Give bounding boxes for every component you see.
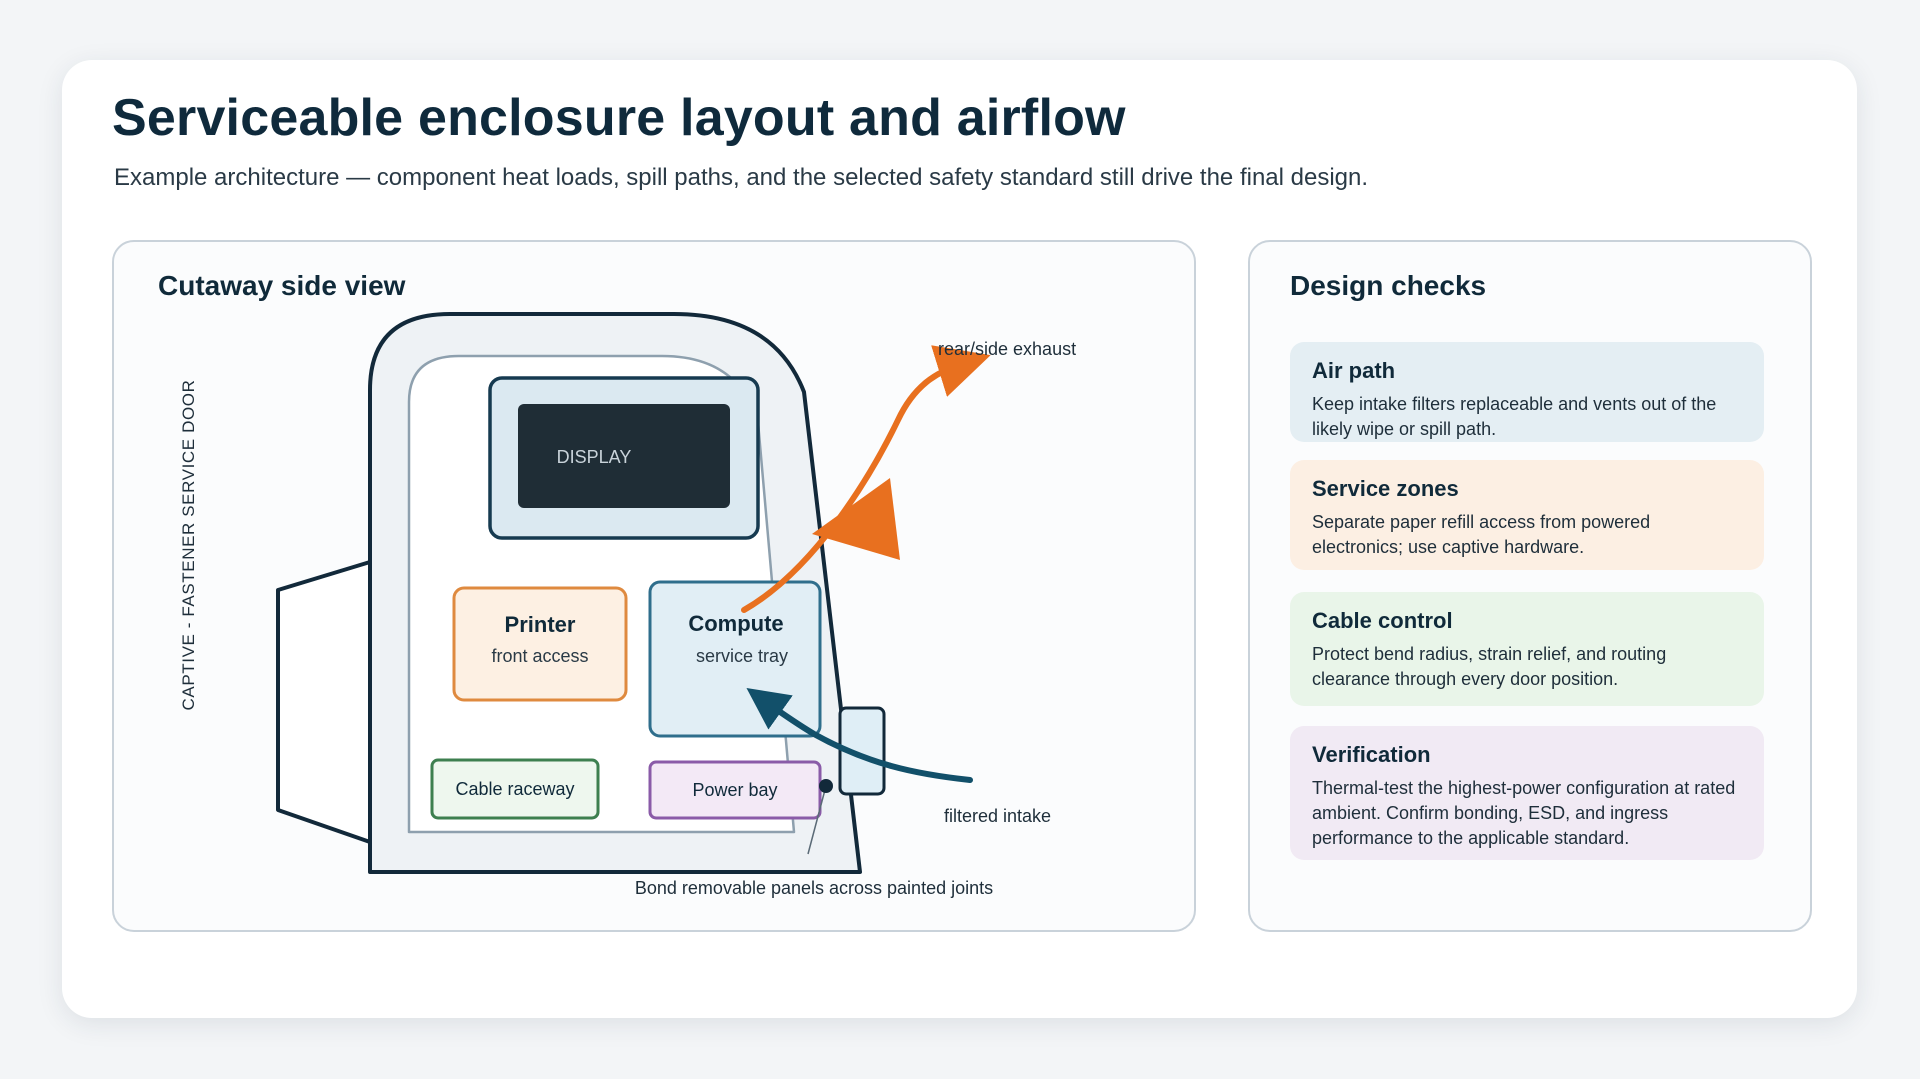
power-bay-label: Power bay (692, 780, 777, 800)
intake-label: filtered intake (944, 806, 1051, 826)
printer-sub: front access (491, 646, 588, 666)
printer-title: Printer (505, 612, 576, 637)
cutaway-panel-title: Cutaway side view (158, 270, 406, 301)
check-body: Keep intake filters replaceable and vent… (1312, 394, 1717, 439)
cutaway-panel: Cutaway side view CAPTIVE - FASTENER SER… (112, 240, 1196, 932)
service-door[interactable] (276, 560, 371, 844)
main-card: Serviceable enclosure layout and airflow… (62, 60, 1857, 1018)
power-bay[interactable] (648, 760, 822, 820)
check-title: Air path (1312, 358, 1396, 383)
door-label: CAPTIVE - FASTENER SERVICE DOOR (179, 380, 198, 711)
check-body: Protect bend radius, strain relief, and … (1312, 644, 1667, 689)
bond-label: Bond removable panels across painted joi… (635, 878, 993, 898)
check-title: Cable control (1312, 608, 1453, 633)
intake-arrow (746, 688, 973, 783)
bond-leader (807, 785, 827, 855)
check-title: Verification (1312, 742, 1431, 767)
display-screen (518, 404, 730, 508)
exhaust-label: rear/side exhaust (938, 339, 1076, 359)
check-card-verification: Verification Thermal-test the highest-po… (1290, 726, 1764, 860)
page-title: Serviceable enclosure layout and airflow (112, 89, 1126, 147)
design-checks-title: Design checks (1290, 270, 1487, 301)
intake-filter[interactable] (838, 706, 886, 796)
design-checks-panel: Design checks Air path Keep intake filte… (1248, 240, 1812, 932)
check-title: Service zones (1312, 476, 1459, 501)
cable-raceway-label: Cable raceway (455, 779, 574, 799)
exhaust-arrow-head-mid (812, 478, 900, 560)
bond-point (819, 779, 833, 793)
check-body: Separate paper refill access from powere… (1312, 512, 1651, 557)
cable-raceway (430, 758, 600, 820)
check-body: Thermal-test the highest-power configura… (1312, 778, 1736, 848)
compute-title: Compute (688, 611, 783, 636)
display-label: DISPLAY (557, 447, 632, 467)
check-card-service-zones: Service zones Separate paper refill acce… (1290, 460, 1764, 570)
check-card-cable-control: Cable control Protect bend radius, strai… (1290, 592, 1764, 706)
compute-sub: service tray (696, 646, 788, 666)
page-subtitle: Example architecture — component heat lo… (114, 164, 1369, 191)
printer-module[interactable] (452, 586, 628, 702)
cutaway-diagram: CAPTIVE - FASTENER SERVICE DOOR DISPLAY … (179, 312, 1076, 898)
exhaust-arrow (741, 345, 991, 613)
check-card-air-path: Air path Keep intake filters replaceable… (1290, 342, 1764, 442)
